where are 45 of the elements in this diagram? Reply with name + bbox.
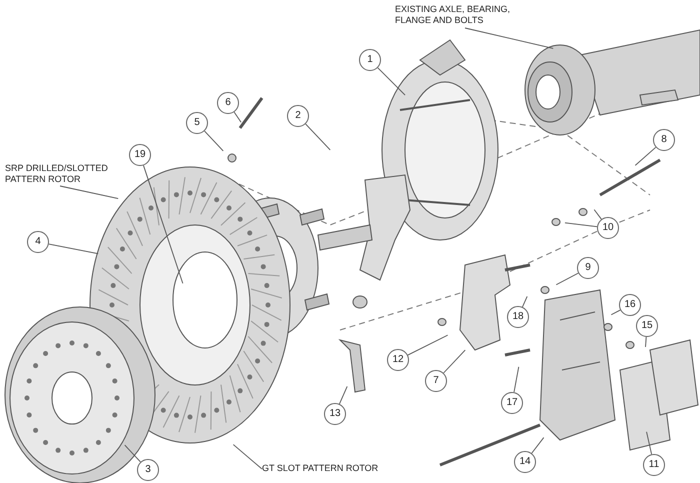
leader-line [124, 444, 141, 462]
leader-line [234, 112, 242, 123]
part-label: SRP DRILLED/SLOTTED PATTERN ROTOR [5, 163, 125, 185]
callout-number: 13 [324, 403, 346, 425]
callout-number: 14 [514, 451, 536, 473]
leader-line [339, 386, 348, 404]
leader-line [464, 28, 554, 49]
callout-number: 6 [217, 92, 239, 114]
callout-number: 16 [619, 294, 641, 316]
callout-number: 17 [501, 392, 523, 414]
leader-line [556, 272, 579, 286]
part-label: GT SLOT PATTERN ROTOR [262, 463, 402, 474]
callout-number: 5 [186, 112, 208, 134]
leader-line [407, 334, 448, 356]
leader-line [646, 431, 652, 455]
leader-line [377, 67, 406, 96]
leader-line [204, 130, 224, 152]
leader-line [634, 146, 656, 166]
callout-number: 12 [387, 349, 409, 371]
callout-number: 7 [425, 370, 447, 392]
leader-line [48, 244, 99, 254]
leader-line [60, 186, 119, 199]
leader-line [514, 366, 520, 393]
callout-number: 11 [643, 454, 665, 476]
leader-line [610, 310, 621, 316]
leader-line [143, 164, 184, 284]
callout-number: 10 [597, 217, 619, 239]
callout-number: 18 [507, 306, 529, 328]
leader-line [564, 222, 598, 228]
leader-line [522, 296, 528, 308]
leader-line [531, 437, 544, 454]
leader-line [232, 444, 262, 470]
callout-number: 8 [653, 129, 675, 151]
part-label: EXISTING AXLE, BEARING, FLANGE AND BOLTS [395, 4, 545, 26]
leader-line [645, 336, 647, 348]
callout-number: 9 [577, 257, 599, 279]
callout-number: 3 [137, 459, 159, 481]
leader-line [594, 209, 602, 220]
callout-number: 2 [287, 105, 309, 127]
callout-number: 1 [359, 49, 381, 71]
callout-number: 4 [27, 231, 49, 253]
leader-line [443, 350, 466, 374]
callout-number: 19 [129, 144, 151, 166]
leader-line [305, 124, 331, 150]
callout-number: 15 [636, 315, 658, 337]
